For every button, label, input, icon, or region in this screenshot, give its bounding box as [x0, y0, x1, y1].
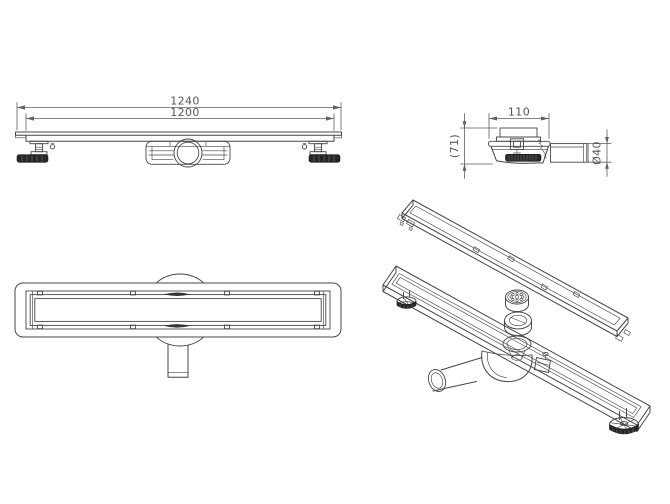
front-outlet-circle: [173, 138, 203, 168]
dimension-1240: 1240: [16, 95, 342, 131]
side-height-label: (71): [448, 134, 461, 158]
iso-trap-cup: [481, 350, 552, 383]
iso-left-foot: [396, 290, 417, 309]
iso-strainer-insert: [505, 289, 529, 313]
isometric-view: [382, 199, 651, 435]
front-outer-length-label: 1240: [170, 95, 200, 108]
plan-center-tab-top: [164, 292, 190, 297]
plan-channel-flange: [14, 282, 342, 338]
front-left-foot: [16, 140, 56, 163]
iso-right-foot: [609, 408, 639, 435]
pipe-diameter-label: Ø40: [591, 141, 604, 165]
iso-channel-tray: [382, 265, 651, 432]
plan-grate-frame: [25, 290, 331, 330]
side-trap-body: [488, 138, 551, 164]
dimension-71: (71): [448, 113, 498, 179]
plan-outlet-pipe: [167, 343, 189, 378]
front-right-foot: [301, 140, 341, 163]
side-latch: [510, 138, 524, 150]
side-outlet-pipe: [550, 143, 589, 163]
side-width-label: 110: [508, 105, 530, 118]
side-view: 110 (71) Ø40: [448, 105, 612, 179]
front-channel-body: [15, 131, 342, 142]
front-elevation-view: 1240 1200: [15, 95, 342, 168]
iso-outlet-pipe: [427, 357, 483, 392]
dimension-d40: Ø40: [588, 129, 612, 177]
iso-clamp-ring: [504, 311, 532, 337]
iso-grate-frame: [397, 199, 631, 342]
plan-view: [14, 273, 342, 378]
dimension-110: 110: [488, 105, 550, 139]
side-channel-section: [496, 127, 541, 142]
front-inner-length-label: 1200: [170, 106, 200, 119]
plan-clips: [37, 290, 320, 330]
plan-center-tab-bottom: [164, 324, 190, 328]
front-trap-assembly: [145, 138, 231, 168]
dimension-1200: 1200: [25, 106, 335, 131]
